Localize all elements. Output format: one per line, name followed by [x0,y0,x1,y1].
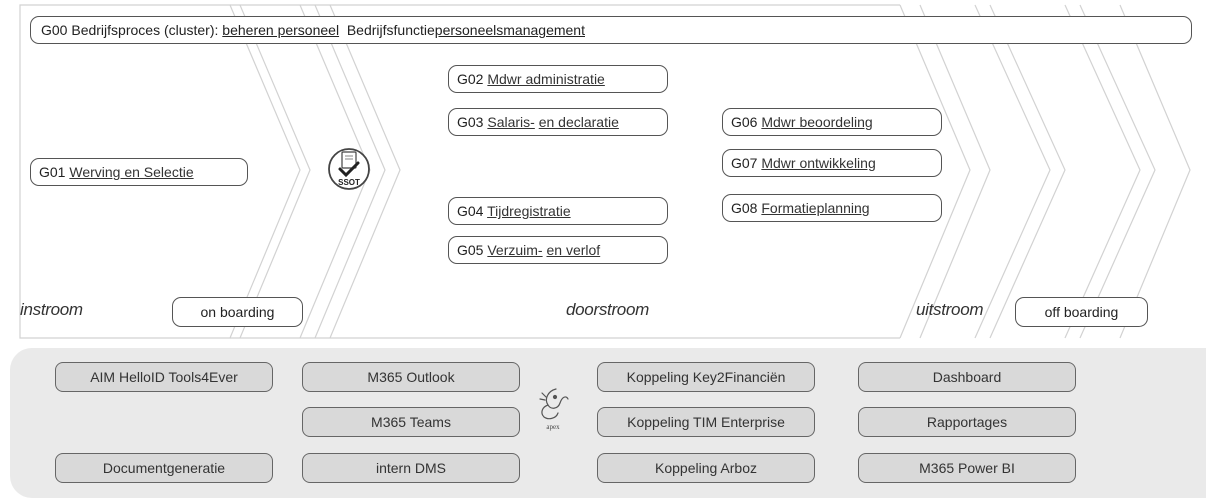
process-code: G02 [457,71,484,87]
process-code: G07 [731,155,758,171]
process-link[interactable]: Mdwr administratie [487,71,605,87]
cluster-header: G00 Bedrijfsproces (cluster): beheren pe… [30,16,1192,44]
process-link[interactable]: Mdwr ontwikkeling [761,155,876,171]
tool-koppeling-tim[interactable]: Koppeling TIM Enterprise [597,407,815,437]
apex-logo-icon: apex [539,388,569,431]
tool-koppeling-arboz[interactable]: Koppeling Arboz [597,453,815,483]
process-g05[interactable]: G05 Verzuim- en verlof [448,236,668,264]
apex-logo-text: apex [546,423,560,431]
tool-m365-power-bi[interactable]: M365 Power BI [858,453,1076,483]
process-code: G05 [457,242,484,258]
process-g06[interactable]: G06 Mdwr beoordeling [722,108,942,136]
process-link[interactable]: Verzuim- [487,242,543,258]
process-link[interactable]: en verlof [546,242,601,258]
cluster-label: Bedrijfsproces (cluster): [71,22,219,38]
process-link[interactable]: Formatieplanning [761,200,870,216]
tool-documentgeneratie[interactable]: Documentgeneratie [55,453,273,483]
process-g08[interactable]: G08 Formatieplanning [722,194,942,222]
ssot-logo-icon: SSOT [328,148,370,190]
process-code: G08 [731,200,758,216]
process-g03[interactable]: G03 Salaris- en declaratie [448,108,668,136]
phase-uitstroom: uitstroom [916,300,984,319]
phase-instroom: instroom [20,300,83,319]
tool-koppeling-key2financien[interactable]: Koppeling Key2Financiën [597,362,815,392]
function-label: Bedrijfsfunctie [346,22,435,38]
cluster-code: G00 [41,22,68,38]
process-g07[interactable]: G07 Mdwr ontwikkeling [722,149,942,177]
process-link[interactable]: Mdwr beoordeling [761,114,873,130]
process-code: G06 [731,114,758,130]
process-link[interactable]: Salaris- [487,114,535,130]
process-link[interactable]: en declaratie [538,114,619,130]
tool-intern-dms[interactable]: intern DMS [302,453,520,483]
process-flow-chevrons [19,4,1191,339]
tool-aim-helloid[interactable]: AIM HelloID Tools4Ever [55,362,273,392]
function-link[interactable]: personeelsmanagement [434,22,585,38]
process-g04[interactable]: G04 Tijdregistratie [448,197,668,225]
tool-m365-teams[interactable]: M365 Teams [302,407,520,437]
process-g02[interactable]: G02 Mdwr administratie [448,65,668,93]
process-code: G04 [457,203,484,219]
process-code: G03 [457,114,484,130]
process-link[interactable]: Werving en Selectie [69,164,194,180]
tool-m365-outlook[interactable]: M365 Outlook [302,362,520,392]
onboarding-box[interactable]: on boarding [172,297,303,327]
offboarding-box[interactable]: off boarding [1015,297,1148,327]
phase-doorstroom: doorstroom [566,300,649,319]
tool-rapportages[interactable]: Rapportages [858,407,1076,437]
process-link[interactable]: Tijdregistratie [487,203,571,219]
ssot-logo-text: SSOT [338,178,360,187]
process-g01[interactable]: G01 Werving en Selectie [30,158,248,186]
cluster-link[interactable]: beheren personeel [222,22,340,38]
tool-dashboard[interactable]: Dashboard [858,362,1076,392]
process-code: G01 [39,164,66,180]
